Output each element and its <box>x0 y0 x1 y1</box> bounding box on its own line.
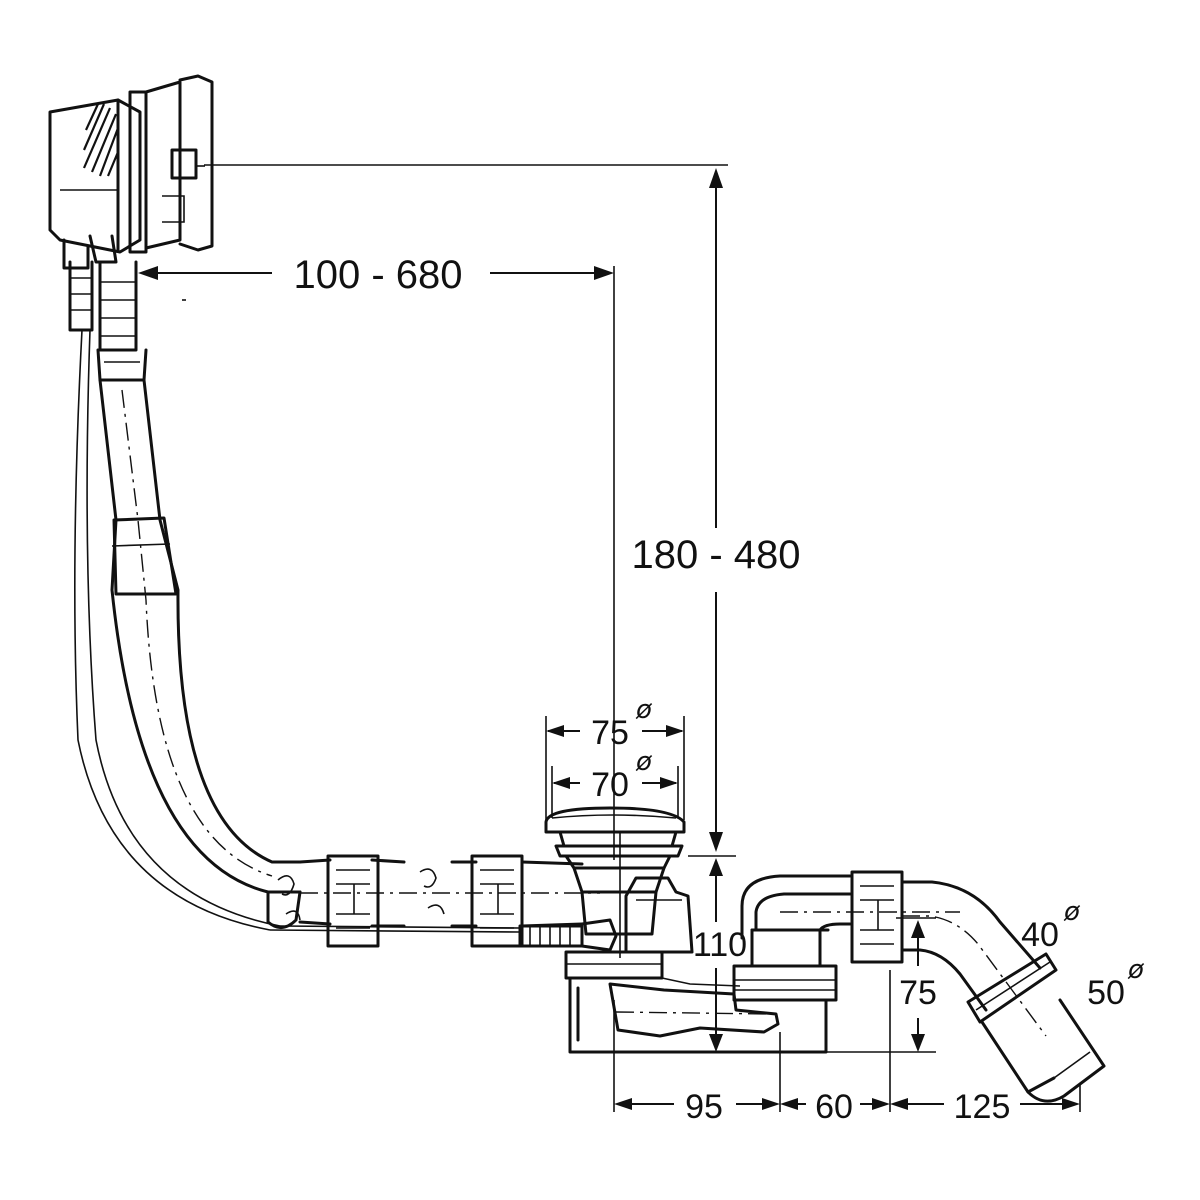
bowden-cable-coupling <box>68 260 148 382</box>
connector-large-label: 50 <box>1087 974 1125 1012</box>
inner-diameter-label: 70 <box>591 766 629 804</box>
trap-height-label: 110 <box>693 926 747 964</box>
outer-diameter-symbol: ø <box>635 695 653 725</box>
vertical-reach-label: 180 - 480 <box>631 533 800 577</box>
valve-housing <box>624 876 694 954</box>
overflow-grille <box>82 103 120 177</box>
standpipe-elbow <box>740 874 960 940</box>
outlet-pipe <box>980 998 1106 1103</box>
standpipe-union <box>732 928 838 1002</box>
overflow-pipe <box>98 378 302 894</box>
dimension-lines <box>138 164 1081 1112</box>
angled-outlet <box>900 880 1047 1037</box>
connector-small-label: 40 <box>1021 916 1059 954</box>
union-nut-1 <box>326 854 380 948</box>
inner-diameter-symbol: ø <box>635 747 653 777</box>
pipe-break-left <box>277 875 301 921</box>
outer-diameter-label: 75 <box>591 714 629 752</box>
connector-large-symbol: ø <box>1127 955 1145 985</box>
spacing-c-label: 125 <box>954 1088 1011 1126</box>
cable-connector <box>518 918 618 952</box>
connector-small-symbol: ø <box>1063 897 1081 927</box>
trap-body <box>564 950 828 1054</box>
bowden-cable <box>74 329 521 933</box>
spacing-b-label: 60 <box>815 1088 853 1126</box>
waste-plug <box>544 806 686 958</box>
horizontal-reach-label: 100 - 680 <box>293 253 462 297</box>
spacing-a-label: 95 <box>685 1088 723 1126</box>
outlet-reducer <box>966 952 1058 1024</box>
connection-pipe <box>266 858 600 929</box>
overflow-head <box>48 74 214 270</box>
union-nut-3 <box>850 870 904 964</box>
outlet-height-label: 75 <box>899 974 937 1012</box>
pipe-break-right <box>419 868 445 915</box>
